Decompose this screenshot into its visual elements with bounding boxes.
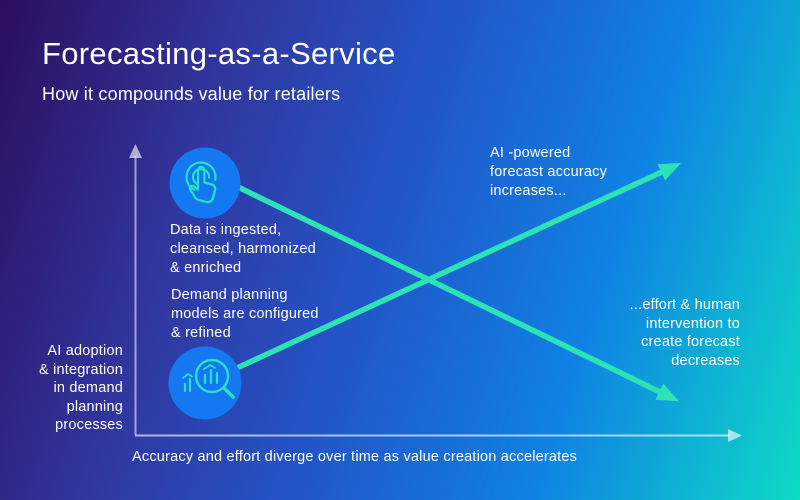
label-data-ingested: Data is ingested, cleansed, harmonized &… xyxy=(170,222,316,276)
touch-icon xyxy=(169,147,241,219)
label-demand-planning-models: Demand planning models are configured & … xyxy=(171,287,319,341)
x-axis-caption: Accuracy and effort diverge over time as… xyxy=(132,449,578,465)
page-subtitle: How it compounds value for retailers xyxy=(42,84,341,104)
accuracy-up-arrow xyxy=(235,163,682,371)
y-axis-label: AI adoption & integration in demand plan… xyxy=(38,343,123,433)
magnifier-chart-icon xyxy=(168,346,242,420)
label-forecast-accuracy-increases: AI -powered forecast accuracy increases.… xyxy=(490,145,608,199)
label-effort-decreases: ...effort & human intervention to create… xyxy=(629,297,740,369)
page-title: Forecasting-as-a-Service xyxy=(42,36,396,71)
effort-down-arrow xyxy=(236,184,680,402)
